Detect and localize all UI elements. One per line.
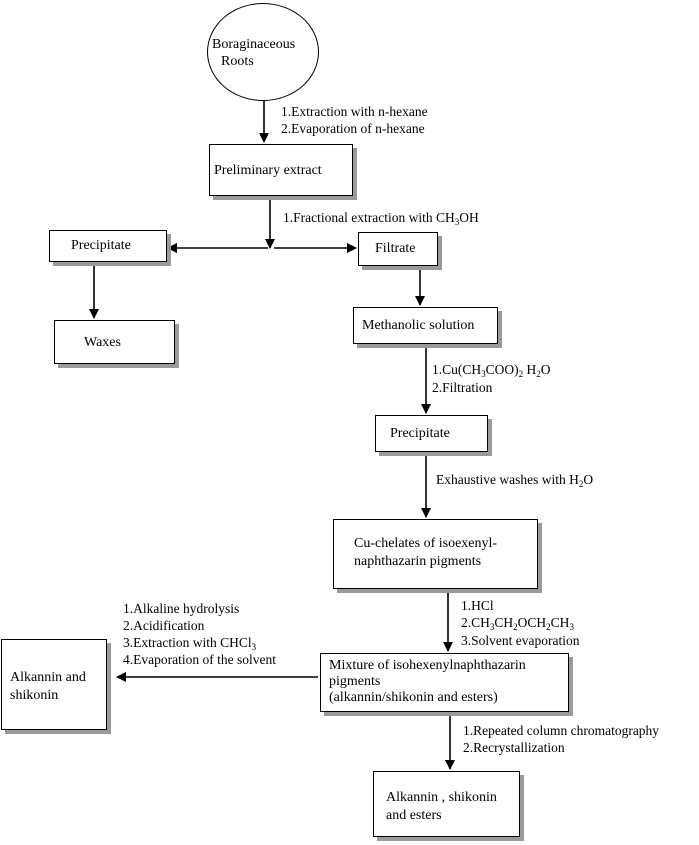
preliminary-extract-label: Preliminary extract	[214, 163, 322, 178]
preliminary-extract-box: Preliminary extract	[209, 144, 353, 196]
step3-line2: 2.Filtration	[432, 380, 493, 395]
step5-line2: 2.CH3CH2OCH2CH3	[461, 615, 574, 632]
step1-line1: 1.Extraction with n-hexane	[281, 104, 428, 119]
step1-line2: 2.Evaporation of n-hexane	[281, 121, 425, 136]
alkannin-shikonin-line2: shikonin	[10, 688, 59, 703]
step6-line2: 2.Acidification	[123, 618, 205, 633]
methanolic-solution-label: Methanolic solution	[362, 318, 475, 333]
mixture-line1: Mixture of isohexenylnaphthazarin	[329, 658, 526, 673]
step6-line3: 3.Extraction with CHCl3	[123, 635, 257, 652]
start-node-line1: Boraginaceous	[212, 37, 296, 52]
precipitate-mid-box: Precipitate	[375, 415, 488, 452]
step6-line4: 4.Evaporation of the solvent	[123, 652, 276, 667]
final-product-line1: Alkannin , shikonin	[386, 790, 497, 805]
waxes-box: Waxes	[54, 320, 175, 364]
filtrate-box: Filtrate	[358, 232, 438, 266]
step5-line3: 3.Solvent evaporation	[461, 633, 580, 648]
mixture-box: Mixture of isohexenylnaphthazarin pigmen…	[320, 653, 569, 712]
step5-line1: 1.HCl	[461, 598, 494, 613]
methanolic-solution-box: Methanolic solution	[353, 307, 498, 344]
precipitate-left-box: Precipitate	[49, 230, 167, 262]
alkannin-shikonin-box: Alkannin and shikonin	[1, 639, 107, 730]
step4-label: Exhaustive washes with H2O	[436, 472, 594, 489]
final-product-box: Alkannin , shikonin and esters	[373, 771, 520, 837]
alkannin-shikonin-line1: Alkannin and	[10, 670, 86, 685]
waxes-label: Waxes	[84, 335, 121, 350]
start-node-boraginaceous-roots: Boraginaceous Roots	[207, 3, 319, 101]
step7-line2: 2.Recrystallization	[463, 740, 565, 755]
filtrate-label: Filtrate	[375, 241, 416, 256]
mixture-line3: (alkannin/shikonin and esters)	[329, 690, 498, 705]
cu-chelates-line2: naphthazarin pigments	[354, 554, 482, 569]
cu-chelates-line1: Cu-chelates of isoexenyl-	[354, 536, 498, 551]
precipitate-left-label: Precipitate	[71, 238, 131, 253]
precipitate-mid-label: Precipitate	[390, 426, 450, 441]
step2-label: 1.Fractional extraction with CH3OH	[283, 210, 479, 227]
step6-line1: 1.Alkaline hydrolysis	[123, 601, 240, 616]
step7-line1: 1.Repeated column chromatography	[463, 723, 660, 738]
step3-line1: 1.Cu(CH3COO)2 H2O	[432, 362, 551, 379]
cu-chelates-box: Cu-chelates of isoexenyl- naphthazarin p…	[333, 519, 538, 589]
final-product-line2: and esters	[386, 808, 442, 823]
mixture-line2: pigments	[329, 674, 381, 689]
start-node-line2: Roots	[221, 54, 254, 69]
